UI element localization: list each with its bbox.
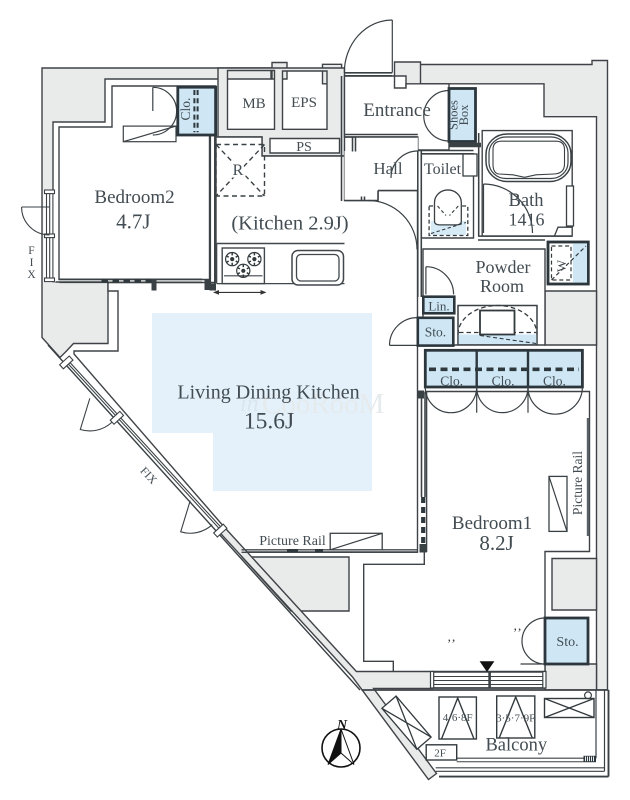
svg-text:PS: PS [296, 140, 312, 155]
svg-text:Bedroom2: Bedroom2 [94, 187, 174, 208]
svg-text:Sto.: Sto. [556, 635, 578, 650]
svg-text:Shoes: Shoes [447, 100, 461, 130]
svg-text:‚‚: ‚‚ [447, 629, 456, 644]
svg-text:15.6J: 15.6J [244, 409, 294, 435]
svg-text:Clo.: Clo. [492, 374, 515, 389]
svg-text:Bath: Bath [509, 191, 544, 211]
svg-text:1416: 1416 [509, 210, 545, 230]
svg-text:in: in [240, 391, 259, 417]
svg-text:CooRooM: CooRooM [262, 388, 384, 420]
svg-text:I: I [30, 257, 34, 269]
svg-text:Toilet: Toilet [424, 161, 462, 178]
svg-text:‚‚: ‚‚ [513, 618, 522, 633]
svg-text:Powder: Powder [476, 257, 531, 277]
svg-text:Clo.: Clo. [440, 374, 463, 389]
svg-text:8.2J: 8.2J [479, 531, 513, 555]
svg-text:Bedroom1: Bedroom1 [452, 513, 532, 534]
svg-text:Clo.: Clo. [543, 374, 566, 389]
svg-text:Clo.: Clo. [178, 98, 193, 121]
svg-text:MB: MB [242, 96, 265, 112]
svg-text:4·6·8F: 4·6·8F [443, 712, 473, 724]
svg-text:4.7J: 4.7J [116, 210, 150, 234]
svg-text:R: R [233, 162, 244, 179]
svg-text:Hall: Hall [373, 159, 403, 178]
svg-text:Room: Room [480, 276, 524, 296]
svg-text:Lin.: Lin. [428, 299, 449, 314]
svg-text:Living Dining Kitchen: Living Dining Kitchen [177, 382, 359, 404]
svg-text:Picture Rail: Picture Rail [259, 534, 326, 549]
svg-text:N: N [336, 718, 348, 733]
svg-text:Entrance: Entrance [363, 100, 431, 121]
svg-text:EPS: EPS [291, 95, 317, 111]
svg-text:Box: Box [457, 104, 471, 126]
svg-text:F: F [28, 245, 34, 257]
svg-text:Sto.: Sto. [425, 325, 446, 340]
svg-text:Picture Rail: Picture Rail [570, 451, 585, 515]
svg-text:3·5·7·9F: 3·5·7·9F [496, 713, 535, 725]
svg-text:W: W [554, 259, 569, 272]
svg-text:Balcony: Balcony [485, 736, 547, 756]
svg-text:(Kitchen 2.9J): (Kitchen 2.9J) [231, 213, 348, 235]
svg-text:X: X [27, 269, 36, 281]
svg-text:2F: 2F [434, 748, 446, 760]
